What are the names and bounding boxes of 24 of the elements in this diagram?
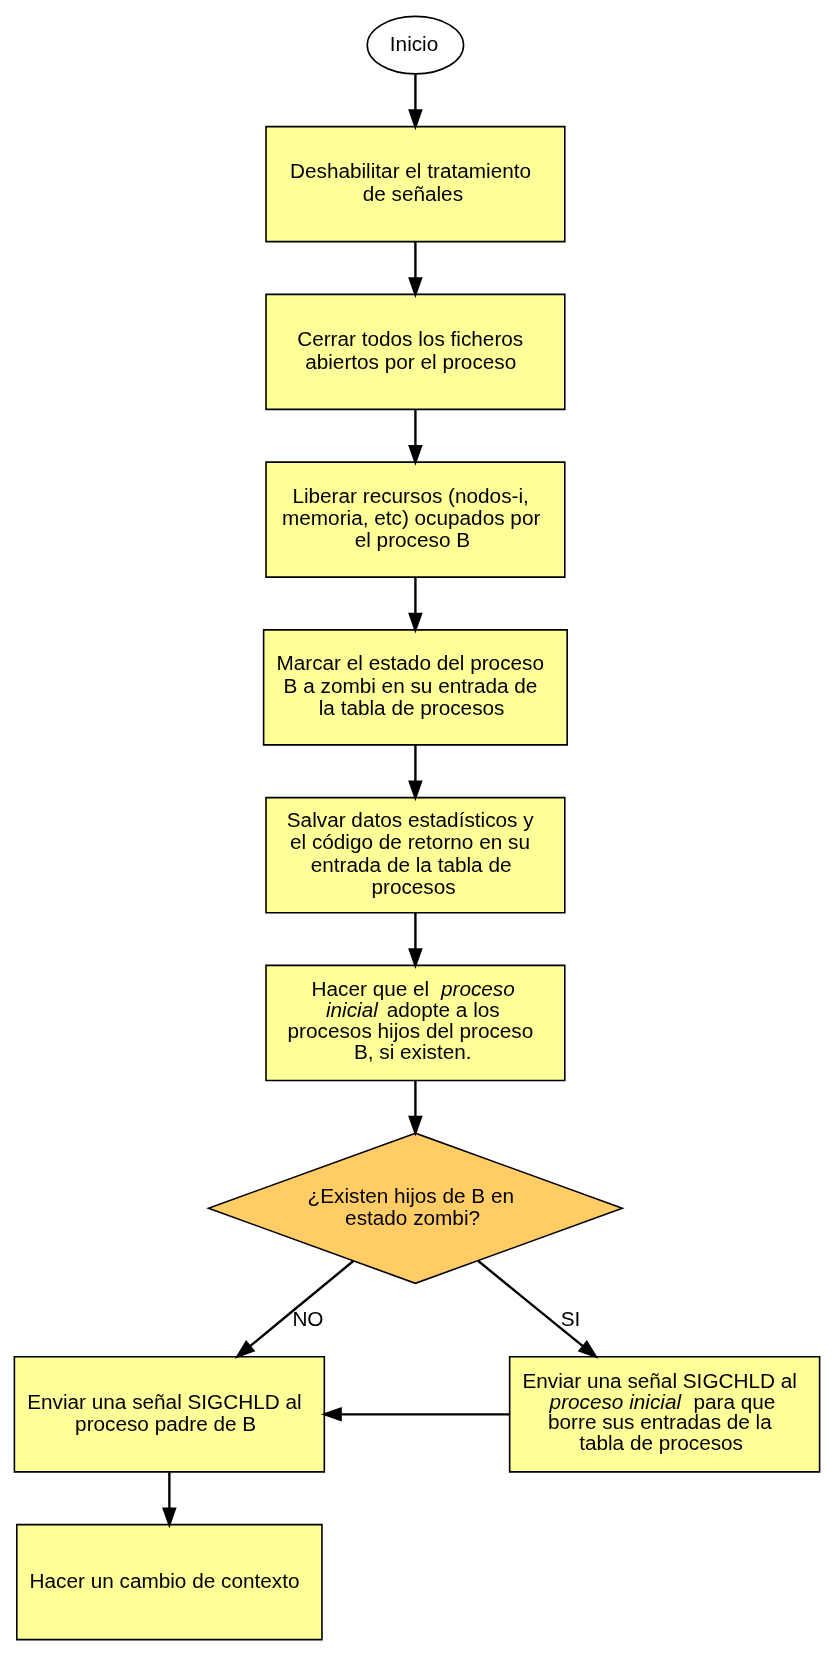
arrow (408, 1080, 423, 1137)
arrow (408, 744, 423, 801)
arrow (408, 409, 423, 466)
node-box: Salvar datos estadísticos y el código de retorno en su entrada de la tabla de procesos (265, 796, 566, 913)
node-box: Cerrar todos los ficheros abiertos por el proceso (265, 293, 566, 410)
node-box: Marcar el estado del proceso B a zombi en su entrada de la tabla de procesos (262, 628, 568, 746)
arrow (408, 912, 423, 969)
node-box: Deshabilitar el tratamiento de señales (265, 125, 566, 242)
arrow (477, 1259, 599, 1359)
node-ellipse: Inicio (366, 15, 465, 75)
node-box: Liberar recursos (nodos-i, memoria, etc) ocupados por el proceso B (265, 460, 566, 578)
edge-label: SI (560, 1306, 581, 1330)
arrow (408, 241, 423, 298)
arrow (162, 1471, 177, 1528)
node-box: Enviar una señal SIGCHLD al proceso inicial para que borre sus entradas de la tabla de procesos (508, 1355, 821, 1473)
node-box: Enviar una señal SIGCHLD al proceso padre de B (13, 1355, 326, 1473)
node-diamond: ¿Existen hijos de B en estado zombi? (206, 1131, 625, 1284)
arrow (408, 73, 423, 130)
node-box: Hacer que el proceso inicial adopte a los procesos hijos del proceso B, si existen. (265, 964, 566, 1081)
node-box: Hacer un cambio de contexto (16, 1523, 323, 1640)
arrow (234, 1259, 355, 1359)
edge-label: NO (292, 1306, 324, 1330)
arrow (321, 1406, 510, 1422)
arrow (408, 576, 423, 634)
